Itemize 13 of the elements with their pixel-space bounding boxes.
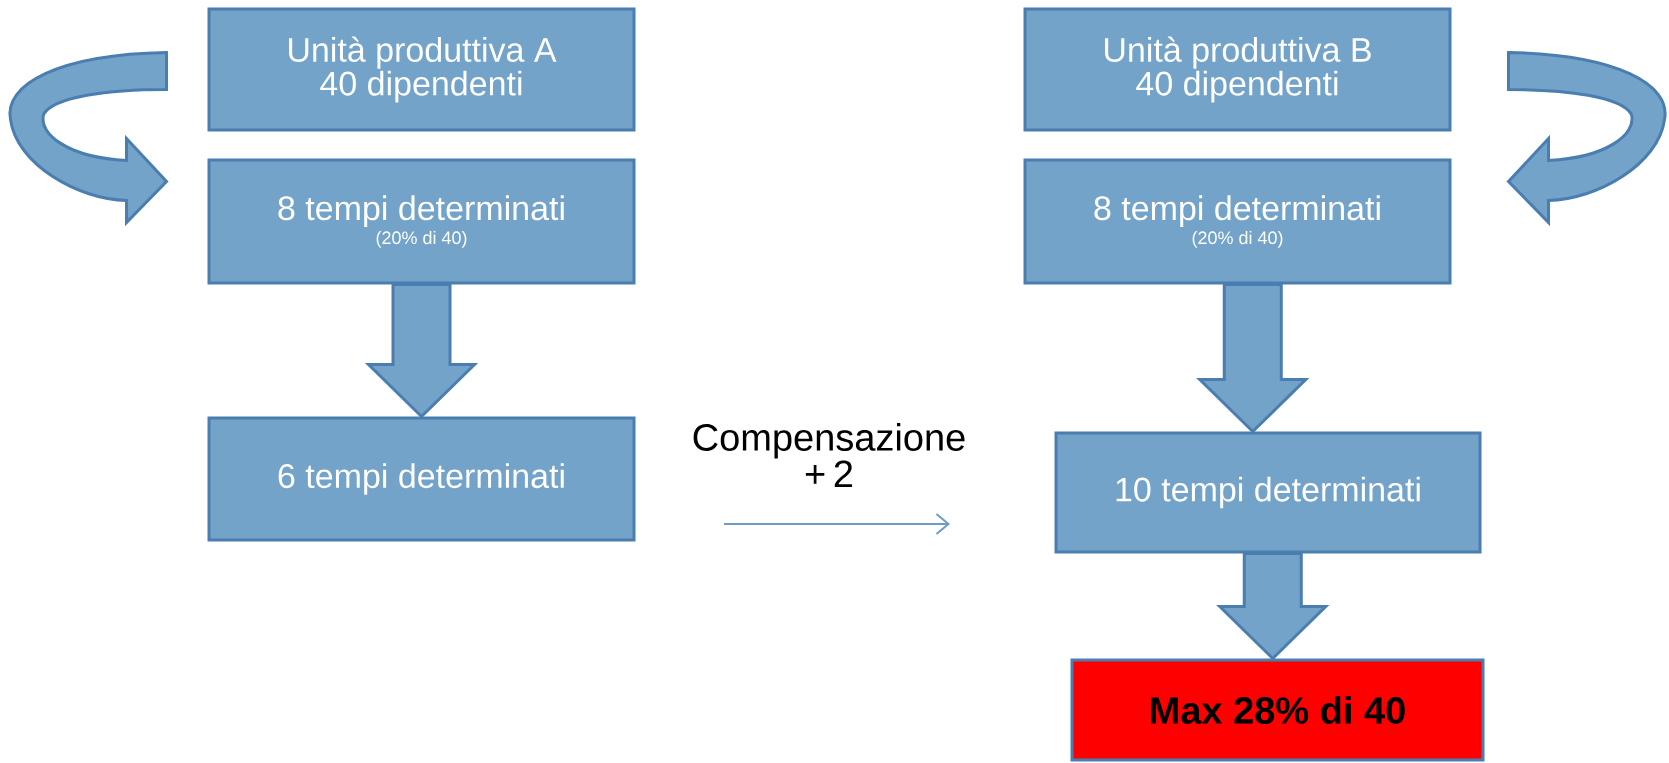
process-box: Unità produttiva B 40 dipendenti [1023,7,1452,132]
process-box: 10 tempi determinati [1054,431,1482,554]
block-arrow [1216,552,1330,661]
curved-arrow [1507,51,1667,224]
process-box: 8 tempi determinati (20% di 40) [207,158,636,285]
process-box: Unità produttiva A 40 dipendenti [207,7,636,132]
block-arrow [364,283,479,419]
block-arrow [1196,283,1310,434]
process-box: 8 tempi determinati (20% di 40) [1023,158,1452,285]
curved-arrow [8,51,168,224]
note-text: Compensazione + 2 [693,423,965,487]
process-box: 6 tempi determinati [207,416,636,542]
result-box: Max 28% di 40 [1070,658,1485,762]
